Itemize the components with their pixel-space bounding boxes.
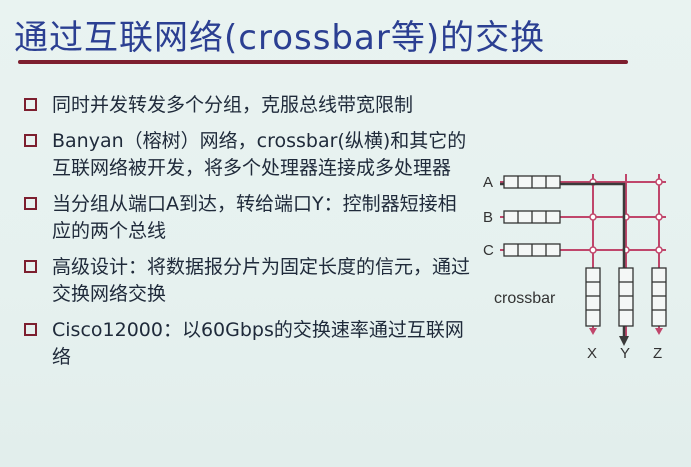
bullet-text: 同时并发转发多个分组，克服总线带宽限制 [52, 94, 414, 116]
bullet-square-icon [24, 98, 37, 111]
bullet-text: Cisco12000：以60Gbps的交换速率通过互联网络 [52, 319, 464, 368]
crosspoint-node [655, 213, 663, 221]
slide-title: 通过互联网络(crossbar等)的交换 [14, 18, 546, 58]
bullet-item: Cisco12000：以60Gbps的交换速率通过互联网络 [24, 317, 474, 371]
bullet-text: 高级设计：将数据报分片为固定长度的信元，通过交换网络交换 [52, 256, 471, 305]
input-port-label-c: C [483, 242, 494, 259]
crossbar-label: crossbar [494, 290, 556, 307]
bullet-square-icon [24, 323, 37, 336]
bullet-square-icon [24, 260, 37, 273]
bullet-item: 当分组从端口A到达，转给端口Y：控制器短接相应的两个总线 [24, 191, 474, 245]
crosspoint-node [655, 178, 663, 186]
output-buffer-z [651, 267, 667, 327]
active-path-a-to-y [500, 182, 626, 340]
bullet-square-icon [24, 197, 37, 210]
crosspoint-node [655, 246, 663, 254]
input-buffers [503, 175, 561, 257]
bullet-item: 同时并发转发多个分组，克服总线带宽限制 [24, 92, 474, 119]
output-port-label-z: Z [653, 345, 662, 362]
bullet-item: Banyan（榕树）网络，crossbar(纵横)和其它的互联网络被开发，将多个… [24, 128, 474, 182]
bullet-square-icon [24, 134, 37, 147]
crosspoint-node [589, 213, 597, 221]
output-port-label-x: X [587, 345, 597, 362]
output-buffer-y [618, 267, 634, 327]
active-path-arrow-icon [619, 336, 629, 346]
output-x-arrow-icon [589, 328, 597, 335]
input-port-label-b: B [483, 209, 493, 226]
output-port-label-y: Y [620, 345, 630, 362]
crossbar-diagram: A B C crossbar X Y Z [483, 174, 667, 362]
bullet-item: 高级设计：将数据报分片为固定长度的信元，通过交换网络交换 [24, 254, 474, 308]
bullet-text: Banyan（榕树）网络，crossbar(纵横)和其它的互联网络被开发，将多个… [52, 130, 467, 179]
title-underline [18, 60, 628, 64]
input-port-label-a: A [483, 174, 493, 191]
output-buffer-x [585, 267, 601, 327]
bullet-text: 当分组从端口A到达，转给端口Y：控制器短接相应的两个总线 [52, 193, 457, 242]
output-z-arrow-icon [655, 328, 663, 335]
output-buffers [585, 267, 667, 327]
crosspoint-node [589, 246, 597, 254]
bullet-list: 同时并发转发多个分组，克服总线带宽限制 Banyan（榕树）网络，crossba… [24, 92, 474, 380]
